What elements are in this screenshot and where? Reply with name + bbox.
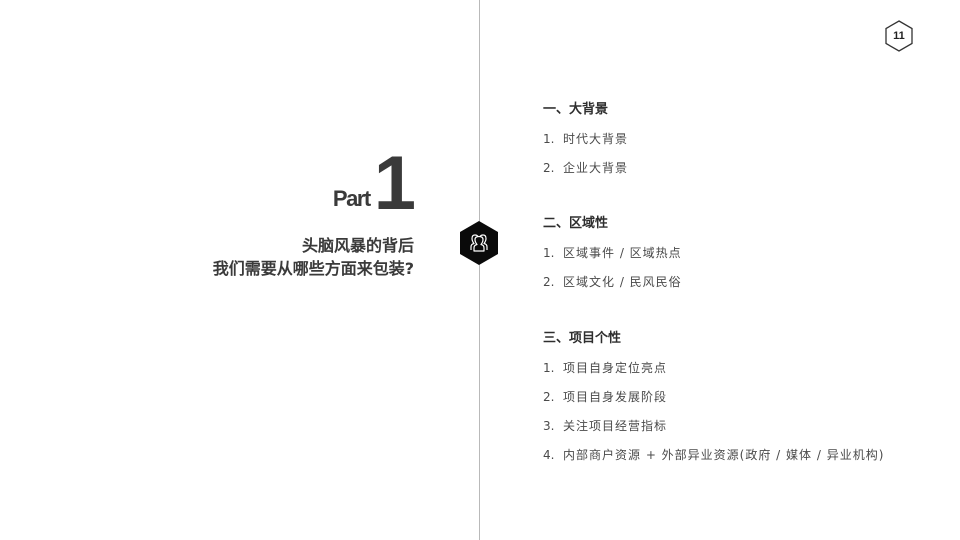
section-regional: 二、区域性 1.区域事件 / 区域热点 2.区域文化 / 民风民俗 xyxy=(543,215,682,302)
section-subtitle: 头脑风暴的背后 我们需要从哪些方面来包装? xyxy=(213,234,414,280)
list-item: 1.时代大背景 xyxy=(543,132,629,146)
people-group-icon xyxy=(458,220,500,266)
hexagon-outline-icon xyxy=(885,20,913,52)
list-item: 3.关注项目经营指标 xyxy=(543,419,668,433)
list-item: 2.企业大背景 xyxy=(543,161,629,175)
page-number: 11 xyxy=(893,30,905,42)
section-project-personality: 三、项目个性 1.项目自身定位亮点 2.项目自身发展阶段 3.关注项目经营指标 … xyxy=(543,330,884,475)
list-item: 2.区域文化 / 民风民俗 xyxy=(543,275,682,289)
part-label: Part xyxy=(332,186,371,211)
list-item: 2.项目自身发展阶段 xyxy=(543,390,668,404)
subtitle-line-1: 头脑风暴的背后 xyxy=(301,236,414,255)
section-title: 一、大背景 xyxy=(543,102,609,117)
section-title: 二、区域性 xyxy=(543,216,609,231)
list-item: 1.项目自身定位亮点 xyxy=(543,361,668,375)
list-item: 4.内部商户资源 + 外部异业资源(政府 / 媒体 / 异业机构) xyxy=(543,448,885,462)
section-title: 三、项目个性 xyxy=(543,331,622,346)
section-background: 一、大背景 1.时代大背景 2.企业大背景 xyxy=(543,101,628,188)
vertical-divider xyxy=(479,0,480,540)
page-number-badge: 11 xyxy=(884,20,914,52)
subtitle-line-2: 我们需要从哪些方面来包装? xyxy=(212,259,414,278)
part-number: 1 xyxy=(373,141,416,227)
part-heading: Part 1 xyxy=(332,141,416,227)
list-item: 1.区域事件 / 区域热点 xyxy=(543,246,682,260)
